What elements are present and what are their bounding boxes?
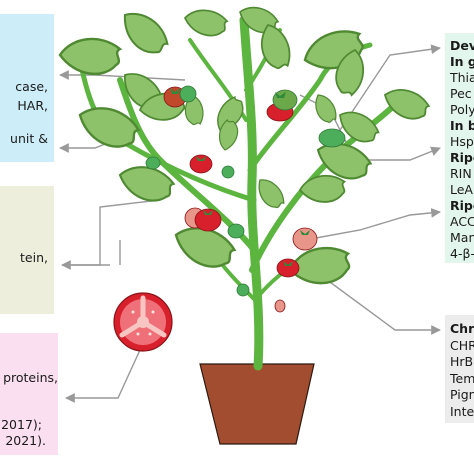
tomato-ripe bbox=[189, 154, 213, 174]
box-line: ACC bbox=[450, 214, 474, 229]
tomato-green bbox=[272, 89, 298, 111]
arrow bbox=[65, 349, 141, 403]
box-heading: Dev bbox=[450, 38, 474, 53]
tomato-green bbox=[236, 283, 250, 297]
tomato-ripe bbox=[194, 208, 222, 232]
box-line: RIN bbox=[450, 166, 472, 181]
right-info-box-gray: ChrCHRHrBTemPigmInte bbox=[445, 315, 474, 423]
box-heading: In g bbox=[450, 54, 474, 69]
arrow bbox=[61, 199, 161, 270]
tomato-green bbox=[145, 156, 161, 170]
flower-pot bbox=[199, 363, 315, 445]
tomato-green bbox=[318, 128, 346, 148]
box-heading: Ripe bbox=[450, 198, 474, 213]
tomato-green bbox=[227, 223, 245, 239]
tomato-cross-section bbox=[113, 292, 173, 352]
leaf bbox=[251, 173, 289, 213]
box-line: HrB bbox=[450, 354, 474, 369]
leaf bbox=[181, 6, 230, 40]
box-line: 2021). bbox=[5, 433, 46, 448]
left-info-box-blue: case, HAR, unit & bbox=[0, 14, 54, 162]
tomato-green bbox=[179, 85, 197, 103]
tomatoes bbox=[145, 85, 346, 313]
tomato-ripe bbox=[276, 258, 300, 278]
box-line: CHR bbox=[450, 337, 474, 353]
box-line: Pec bbox=[450, 86, 472, 101]
leaf bbox=[298, 173, 347, 206]
leaf bbox=[379, 82, 433, 125]
arrow bbox=[339, 44, 441, 131]
tomato-pink bbox=[292, 227, 318, 251]
leaf bbox=[113, 3, 174, 62]
tomato-pink bbox=[274, 299, 286, 313]
box-line: Poly bbox=[450, 102, 474, 117]
box-heading: In b bbox=[450, 118, 474, 133]
tomato-calyxes bbox=[170, 88, 310, 266]
box-line: 2017); bbox=[1, 417, 42, 432]
box-line: 4-β- bbox=[450, 246, 474, 261]
box-line: Inte bbox=[450, 403, 474, 419]
box-line: Tem bbox=[450, 370, 474, 386]
box-line: tein, bbox=[20, 250, 48, 265]
box-line: unit & bbox=[10, 131, 48, 146]
left-info-box-pink: proteins, 2017); 2021). bbox=[0, 333, 58, 455]
box-line: LeA bbox=[450, 182, 473, 197]
arrow bbox=[299, 259, 441, 335]
left-info-box-beige: tein, bbox=[0, 186, 54, 314]
box-line: Hsp bbox=[450, 134, 474, 149]
arrow bbox=[304, 208, 441, 241]
box-line: Pigm bbox=[450, 387, 474, 402]
box-line: case, bbox=[15, 79, 48, 94]
box-heading: Ripe bbox=[450, 150, 474, 165]
tomato-green bbox=[221, 165, 235, 179]
box-line: Man bbox=[450, 230, 474, 245]
box-line: proteins, bbox=[3, 370, 58, 385]
box-heading: Chr bbox=[450, 321, 474, 336]
leaf bbox=[58, 37, 122, 76]
box-line: HAR, bbox=[17, 98, 48, 113]
box-line: Thia bbox=[450, 70, 474, 85]
